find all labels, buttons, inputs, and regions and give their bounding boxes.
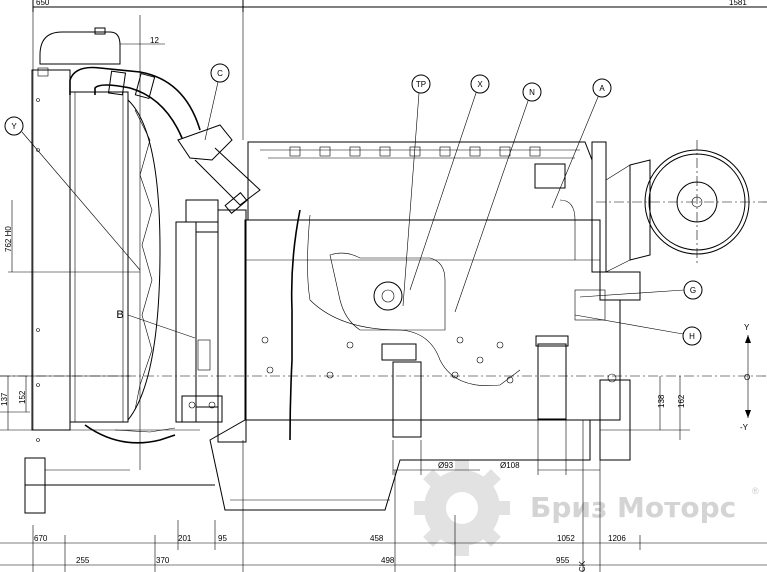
- callout-a: A: [599, 84, 605, 93]
- callout-n: N: [529, 88, 535, 97]
- top-dimensions: 650 1581 12: [32, 0, 767, 430]
- dim-498: 498: [381, 556, 395, 565]
- filter-dimensions: Ø93 Ø108: [392, 420, 600, 475]
- callout-g: G: [690, 286, 696, 295]
- dim-137: 137: [0, 392, 9, 406]
- right-axes: Y O -Y 138 162: [600, 323, 751, 440]
- watermark-text: Бриз Моторс: [530, 491, 736, 524]
- callout-x-circle: [470, 74, 490, 94]
- dim-458: 458: [370, 534, 384, 543]
- dim-255: 255: [76, 556, 90, 565]
- callout-h: H: [689, 332, 695, 341]
- axis-origin-label: O: [744, 373, 750, 382]
- dim-152: 152: [18, 390, 27, 404]
- callout-y-circle: [4, 116, 24, 136]
- left-dimensions: 762 H0 137 152: [0, 200, 200, 431]
- turbocharger: [600, 149, 750, 301]
- dim-762: 762 H0: [4, 226, 13, 252]
- dim-370: 370: [156, 556, 170, 565]
- axis-neg-y-label: -Y: [740, 423, 749, 432]
- front-cover: [175, 199, 247, 443]
- gear-icon: [414, 460, 510, 556]
- dim-ck: CK: [578, 560, 587, 572]
- dim-95: 95: [218, 534, 227, 543]
- callout-x: X: [477, 80, 483, 89]
- callout-tp-circle: [411, 74, 431, 94]
- dim-dia-108: Ø108: [500, 461, 520, 470]
- dim-670: 670: [34, 534, 48, 543]
- dim-1206: 1206: [608, 534, 626, 543]
- bottom-dimensions: 670 201 95 458 1052 1206 255 370 498 955…: [0, 420, 767, 572]
- engine-block: [209, 141, 631, 511]
- dim-1581: 1581: [729, 0, 747, 7]
- callout-n-circle: [522, 82, 542, 102]
- callout-c-circle: [210, 63, 230, 83]
- callout-h-circle: [682, 326, 702, 346]
- dim-162: 162: [677, 394, 686, 408]
- dim-138: 138: [657, 394, 666, 408]
- radiator-assembly: [24, 27, 261, 514]
- callout-b: B: [116, 309, 123, 321]
- callout-a-circle: [592, 78, 612, 98]
- callout-tp: TP: [416, 80, 426, 89]
- callout-y: Y: [11, 122, 17, 131]
- dim-dia-93: Ø93: [438, 461, 454, 470]
- watermark: Бриз Моторс ®: [414, 460, 759, 556]
- axis-y-label: Y: [744, 323, 750, 332]
- center-lines: [0, 15, 767, 470]
- dim-955: 955: [556, 556, 570, 565]
- registered-mark: ®: [752, 486, 759, 496]
- dim-201: 201: [178, 534, 192, 543]
- dim-1052: 1052: [557, 534, 575, 543]
- callout-c: C: [217, 69, 223, 78]
- dim-12: 12: [150, 36, 159, 45]
- callouts: C Y TP X N A G H B: [4, 63, 703, 346]
- dim-650: 650: [36, 0, 50, 7]
